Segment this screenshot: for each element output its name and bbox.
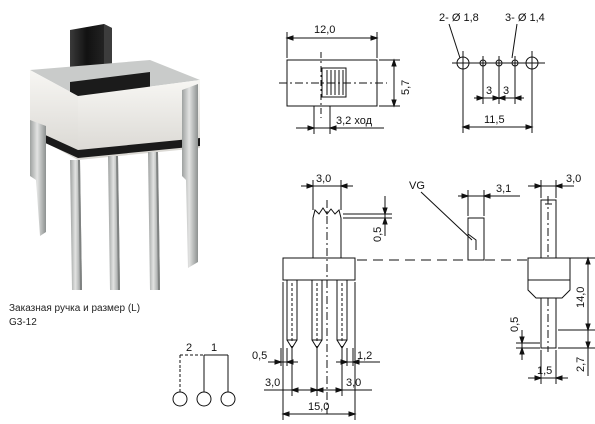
label-hole-large: 2- Ø 1,8 xyxy=(439,12,479,24)
switch-photo xyxy=(30,24,200,290)
label-hole-small: 3- Ø 1,4 xyxy=(505,12,545,24)
label-body-height: 14,0 xyxy=(575,287,587,308)
caption-line-2: G3-12 xyxy=(9,317,37,328)
label-pitch-left: 3,0 xyxy=(265,377,280,389)
label-travel: 3,2 ход xyxy=(336,115,373,127)
front-body xyxy=(282,257,356,281)
label-knob-step: 0,5 xyxy=(372,227,384,242)
label-side-step: 0,5 xyxy=(509,317,521,332)
label-side-knob: 3,0 xyxy=(566,173,581,185)
label-pitch-a: 3 xyxy=(486,85,492,97)
label-vg: VG xyxy=(409,180,425,192)
label-pin-thickness: 0,5 xyxy=(252,350,267,362)
label-top-width: 12,0 xyxy=(314,24,335,36)
label-pitch-b: 3 xyxy=(503,85,509,97)
label-pin-span: 11,5 xyxy=(484,114,505,126)
label-schematic-pin2: 2 xyxy=(186,342,192,354)
label-vg-width: 3,1 xyxy=(496,183,511,195)
label-schematic-pin1: 1 xyxy=(211,342,217,354)
label-pin-length: 2,7 xyxy=(575,357,587,372)
label-top-height: 5,7 xyxy=(400,80,412,95)
switch-schematic xyxy=(172,354,236,407)
label-knob-width: 3,0 xyxy=(316,173,331,185)
label-side-pin-width: 1,5 xyxy=(537,365,552,377)
mounting-tab xyxy=(182,84,198,268)
caption-line-1: Заказная ручка и размер (L) xyxy=(9,303,141,314)
side-body xyxy=(527,257,571,299)
label-tab-width: 1,2 xyxy=(357,350,372,362)
label-pitch-right: 3,0 xyxy=(346,377,361,389)
label-overall-width: 15,0 xyxy=(308,401,329,413)
vg-knob xyxy=(467,217,485,261)
